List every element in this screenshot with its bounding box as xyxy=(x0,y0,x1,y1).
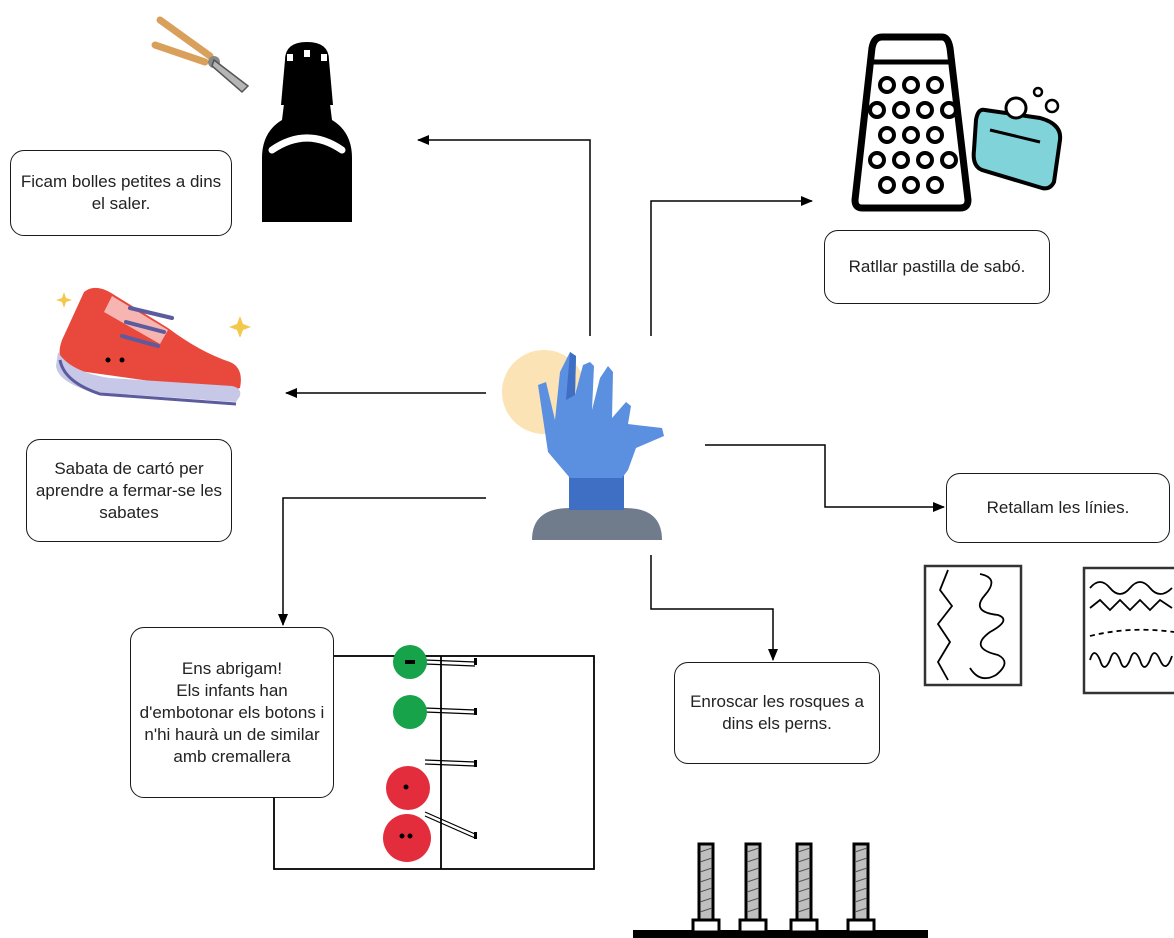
zigzag-lines-card-icon xyxy=(923,564,1023,687)
pliers-icon xyxy=(151,16,250,94)
sneaker-icon xyxy=(56,287,251,406)
arrow-to-buttons xyxy=(278,497,486,626)
node-cardboard-shoe: Sabata de cartó per aprendre a fermar-se… xyxy=(26,439,232,542)
bolts-board-icon xyxy=(633,842,928,938)
arrow-to-cut xyxy=(705,444,945,512)
node-salt-shaker: Ficam bolles petites a dins el saler. xyxy=(10,150,232,236)
node-screws: Enroscar les rosques a dins els perns. xyxy=(674,662,880,764)
wavy-lines-card-icon xyxy=(1082,566,1174,695)
salt-shaker-icon xyxy=(262,42,352,222)
connectors xyxy=(278,135,945,661)
arrow-to-salt xyxy=(417,135,591,336)
arrow-to-screws xyxy=(650,555,778,661)
node-grate-soap: Ratllar pastilla de sabó. xyxy=(824,230,1050,304)
node-cut-lines: Retallam les línies. xyxy=(946,473,1170,543)
soap-bar-icon xyxy=(971,86,1063,191)
arrow-to-grater xyxy=(650,196,813,336)
hand-icon xyxy=(502,350,664,540)
grater-icon xyxy=(851,33,972,212)
node-buttons: Ens abrigam! Els infants han d'embotonar… xyxy=(130,627,334,798)
